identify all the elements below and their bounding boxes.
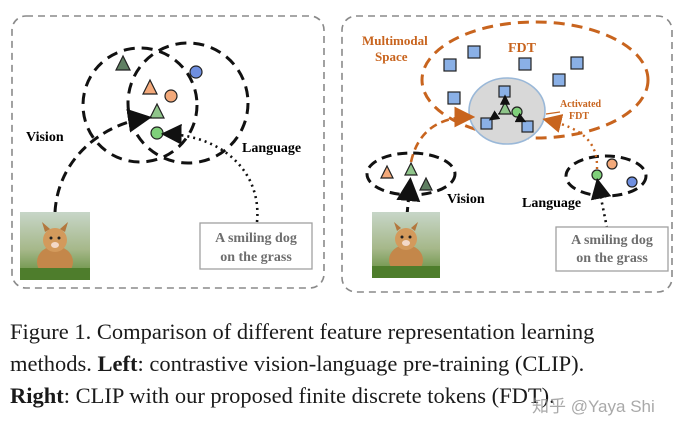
caption-left-label: Left bbox=[97, 351, 138, 376]
caption-sentence1-cont: methods. bbox=[10, 351, 98, 376]
figure-caption: Figure 1. Comparison of different featur… bbox=[10, 316, 694, 412]
right-text-box bbox=[555, 226, 669, 272]
right-dog-photo bbox=[372, 212, 440, 278]
activated-fdt-label-line1: Activated bbox=[560, 99, 602, 110]
right-language-label: Language bbox=[522, 196, 581, 211]
triangle-orange-marker bbox=[142, 78, 158, 95]
vision-circle bbox=[81, 46, 199, 164]
activated-token bbox=[521, 120, 534, 133]
left-vision-label: Vision bbox=[26, 130, 64, 145]
watermark: 知乎 @Yaya Shi bbox=[532, 397, 655, 416]
left-dog-photo bbox=[20, 212, 90, 280]
caption-right-text: : CLIP with our proposed finite discrete… bbox=[63, 383, 555, 408]
caption-right-label: Right bbox=[10, 383, 64, 408]
fdt-label: FDT bbox=[508, 41, 537, 56]
fdt-token bbox=[518, 57, 532, 71]
image-to-vision-arrow bbox=[53, 108, 152, 213]
image-to-vision-arrow-right bbox=[396, 177, 421, 216]
triangle-dark-marker bbox=[115, 54, 131, 71]
multimodal-space-ellipse bbox=[420, 20, 650, 140]
right-triangle-dark-marker bbox=[419, 176, 433, 191]
multimodal-label-line1: Multimodal bbox=[362, 33, 428, 48]
left-language-label: Language bbox=[242, 141, 301, 156]
right-text-box-line1: A smiling dog bbox=[571, 233, 653, 248]
caption-left-text: : contrastive vision-language pre-traini… bbox=[137, 351, 585, 376]
left-panel-frame bbox=[11, 15, 325, 289]
caption-figure-label: Figure 1. bbox=[10, 319, 92, 344]
language-to-fdt-arrow bbox=[542, 114, 599, 170]
circle-orange-marker bbox=[164, 89, 178, 103]
right-vision-label: Vision bbox=[447, 192, 485, 207]
right-circle-green-marker bbox=[591, 169, 603, 181]
left-text-box-line2: on the grass bbox=[220, 250, 292, 265]
activated-circle-marker bbox=[511, 106, 523, 118]
text-to-language-arrow-right bbox=[590, 177, 612, 229]
right-language-ellipse bbox=[564, 154, 648, 198]
left-text-box-line1: A smiling dog bbox=[215, 231, 297, 246]
fdt-token bbox=[570, 56, 584, 70]
figure-illustration: Vision Language A smiling dog on the gra… bbox=[11, 15, 673, 293]
activated-triangle-marker bbox=[498, 100, 512, 115]
circle-blue-marker bbox=[189, 65, 203, 79]
right-triangle-orange-marker bbox=[380, 164, 394, 179]
language-circle bbox=[126, 41, 250, 165]
circle-green-marker bbox=[150, 126, 164, 140]
right-circle-blue-marker bbox=[626, 176, 638, 188]
caption-sentence1: Comparison of different feature represen… bbox=[96, 319, 595, 344]
activated-token bbox=[498, 85, 511, 98]
right-text-box-line2: on the grass bbox=[576, 251, 648, 266]
fdt-token bbox=[552, 73, 566, 87]
right-panel-frame bbox=[341, 15, 673, 293]
activated-token bbox=[480, 117, 493, 130]
vision-to-fdt-arrow bbox=[409, 106, 476, 163]
left-panel: Vision Language A smiling dog on the gra… bbox=[11, 15, 325, 289]
fdt-token bbox=[467, 45, 481, 59]
fdt-token bbox=[443, 58, 457, 72]
left-text-box bbox=[199, 222, 313, 270]
triangle-green-marker bbox=[149, 102, 165, 119]
activated-fdt-label-line2: FDT bbox=[569, 111, 589, 122]
right-panel: Multimodal Space FDT Activated FDT Visio… bbox=[341, 15, 673, 293]
right-circle-orange-marker bbox=[606, 158, 618, 170]
right-triangle-green-marker bbox=[404, 161, 418, 176]
multimodal-label-line2: Space bbox=[375, 49, 408, 64]
fdt-token bbox=[447, 91, 461, 105]
